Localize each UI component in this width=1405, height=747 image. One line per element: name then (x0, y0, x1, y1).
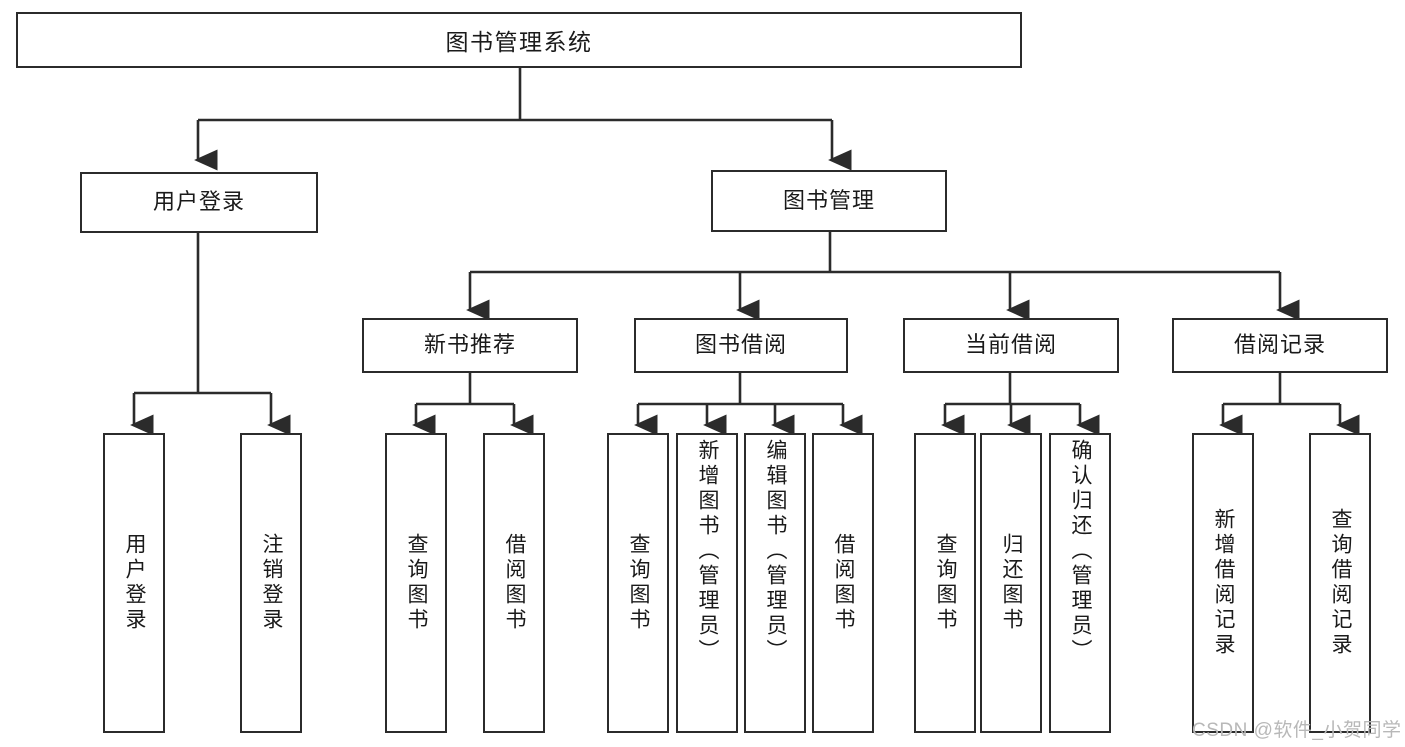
node-leaf-edit-book[interactable]: 编辑图书（管理员） (744, 433, 806, 733)
node-leaf-query-book-1[interactable]: 查询图书 (385, 433, 447, 733)
node-leaf-borrow-book-1[interactable]: 借阅图书 (483, 433, 545, 733)
node-borrow-record[interactable]: 借阅记录 (1172, 318, 1388, 373)
node-leaf-user-login[interactable]: 用户登录 (103, 433, 165, 733)
csdn-watermark: CSDN @软件_小贺同学 (1192, 720, 1402, 741)
node-user-login[interactable]: 用户登录 (80, 172, 318, 233)
node-root[interactable]: 图书管理系统 (16, 12, 1022, 68)
node-leaf-add-book[interactable]: 新增图书（管理员） (676, 433, 738, 733)
node-leaf-user-logout[interactable]: 注销登录 (240, 433, 302, 733)
node-leaf-add-record[interactable]: 新增借阅记录 (1192, 433, 1254, 733)
node-leaf-query-book-3[interactable]: 查询图书 (914, 433, 976, 733)
node-leaf-query-book-2[interactable]: 查询图书 (607, 433, 669, 733)
node-book-admin[interactable]: 图书管理 (711, 170, 947, 232)
node-new-book-rec[interactable]: 新书推荐 (362, 318, 578, 373)
node-book-borrow[interactable]: 图书借阅 (634, 318, 848, 373)
node-leaf-confirm-return[interactable]: 确认归还（管理员） (1049, 433, 1111, 733)
node-leaf-return-book[interactable]: 归还图书 (980, 433, 1042, 733)
node-leaf-borrow-book-2[interactable]: 借阅图书 (812, 433, 874, 733)
node-current-borrow[interactable]: 当前借阅 (903, 318, 1119, 373)
node-leaf-query-record[interactable]: 查询借阅记录 (1309, 433, 1371, 733)
